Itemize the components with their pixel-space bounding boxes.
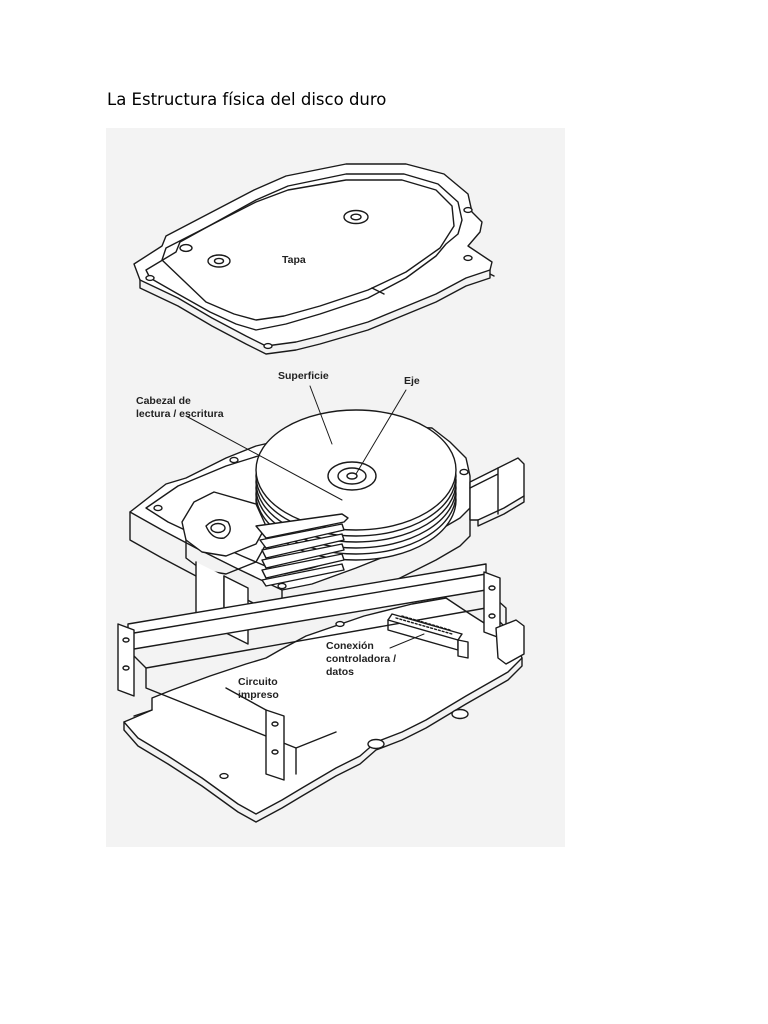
diagram-drawing: Tapa — [117, 163, 525, 823]
label-connector-line1: Conexión — [326, 640, 374, 652]
head-actuator — [181, 491, 349, 645]
hard-disk-exploded-diagram: Tapa — [106, 128, 565, 847]
cover-part — [133, 163, 495, 355]
label-circuit-line1: Circuito — [238, 676, 278, 688]
leader-connector — [389, 633, 425, 649]
leader-head — [185, 415, 343, 501]
label-cover: Tapa — [282, 254, 306, 266]
leader-surface — [309, 385, 333, 445]
mounting-frame — [117, 563, 525, 781]
label-head-line2: lectura / escritura — [136, 408, 224, 420]
label-circuit-line2: impreso — [238, 689, 279, 701]
page-title: La Estructura física del disco duro — [107, 90, 387, 109]
label-axis: Eje — [404, 375, 420, 387]
label-surface: Superficie — [278, 370, 329, 382]
label-head-line1: Cabezal de — [136, 395, 191, 407]
circuit-board-part — [123, 597, 523, 823]
data-connector — [387, 613, 469, 659]
label-connector-line2: controladora / — [326, 653, 396, 665]
label-connector-line3: datos — [326, 666, 354, 678]
spindle — [327, 461, 377, 491]
leader-axis — [355, 389, 407, 475]
